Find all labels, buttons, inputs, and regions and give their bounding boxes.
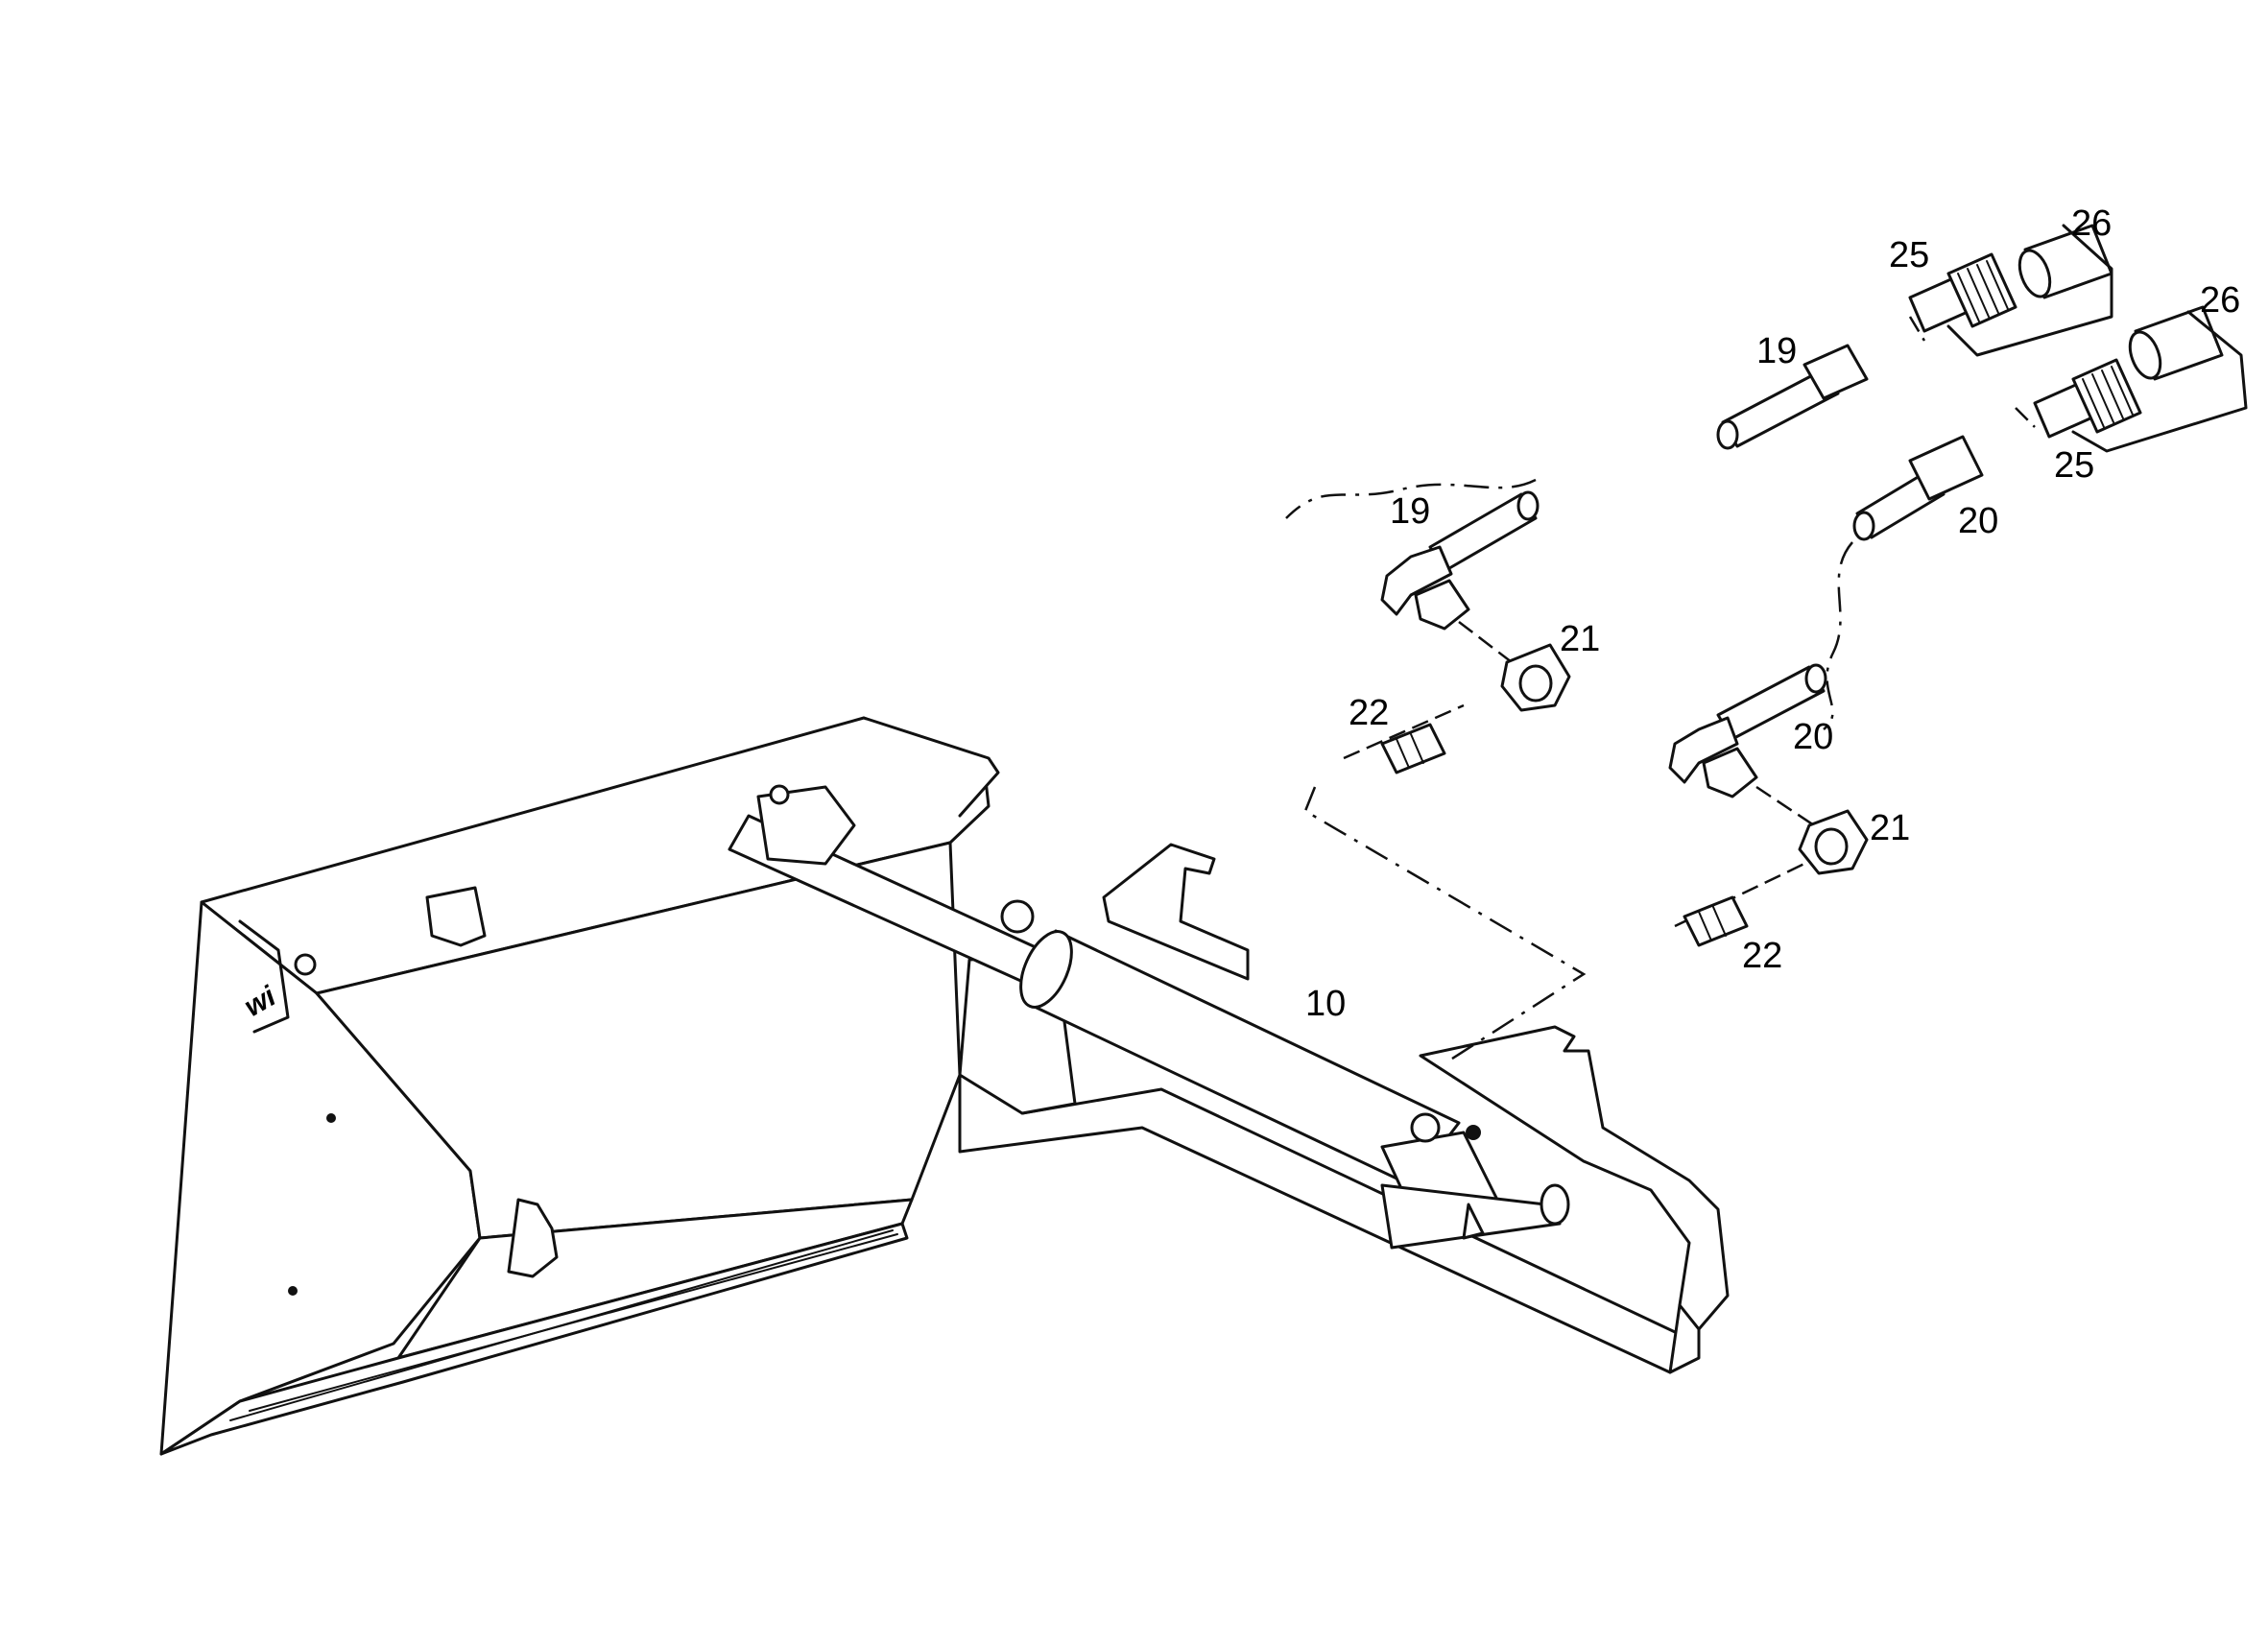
top-hook bbox=[425, 886, 487, 947]
coupler-25-lower-sleeve bbox=[2071, 358, 2142, 434]
callout-25-lower: 25 bbox=[2054, 445, 2094, 486]
nipple-22-lower bbox=[1683, 895, 1749, 947]
callout-20-lower: 20 bbox=[1793, 717, 1833, 757]
hose-20-lower-cut bbox=[1804, 663, 1827, 694]
nipple-22-upper-thread bbox=[1396, 733, 1424, 769]
cap-26-lower-strap bbox=[2071, 310, 2248, 453]
coupler-25-upper-sleeve bbox=[1946, 252, 2017, 328]
rod-clevis bbox=[756, 785, 856, 866]
base-pivot bbox=[1410, 1112, 1441, 1143]
bucket-cutting-edge bbox=[159, 1222, 909, 1456]
nipple-22-upper bbox=[1380, 723, 1446, 774]
frame-foot bbox=[1668, 1303, 1701, 1374]
coupler-25-upper-knurl bbox=[1957, 260, 2009, 322]
hose-19-fitting-link bbox=[1458, 621, 1513, 663]
hose-20-path bbox=[1823, 541, 1853, 730]
cylinder-end-cap bbox=[1019, 930, 1073, 1009]
cylinder-port-route bbox=[1303, 786, 1587, 1062]
coupler-19-link bbox=[1908, 316, 1926, 342]
link-pin bbox=[1462, 1203, 1485, 1240]
callout-22-lower: 22 bbox=[1742, 936, 1782, 976]
hose-19-swivel-nut bbox=[1414, 579, 1470, 631]
hose-20-swivel-nut bbox=[1702, 747, 1758, 798]
hose-19-path bbox=[1285, 478, 1537, 519]
callout-22-upper: 22 bbox=[1349, 693, 1389, 733]
callout-25-upper: 25 bbox=[1889, 235, 1929, 275]
callout-21-lower: 21 bbox=[1870, 808, 1910, 848]
hose-routing bbox=[1285, 316, 2036, 1062]
callout-26-upper: 26 bbox=[2071, 203, 2112, 244]
hose-19-upper-fitting bbox=[1802, 344, 1869, 400]
hose-19-lower-cut bbox=[1516, 490, 1540, 521]
nipple-22-lower-thread bbox=[1698, 906, 1727, 941]
frame-upper-bracket bbox=[1102, 843, 1250, 981]
hose-20-upper-cut bbox=[1852, 511, 1875, 541]
tilt-cylinder bbox=[728, 784, 1570, 1250]
side-rivet-1 bbox=[326, 1113, 336, 1123]
quick-couplers bbox=[1908, 224, 2248, 453]
cap-26-lower-opening bbox=[2128, 330, 2162, 380]
callout-labels: 10 19 19 20 20 21 21 22 22 25 25 26 26 bbox=[1305, 203, 2240, 1024]
cap-26-upper-strap bbox=[1946, 224, 2113, 357]
callout-19-lower: 19 bbox=[1390, 491, 1430, 532]
callout-21-upper: 21 bbox=[1560, 619, 1600, 659]
callout-20-upper: 20 bbox=[1958, 501, 1998, 541]
hose-20-elbow bbox=[1668, 716, 1739, 784]
rod-nut bbox=[1000, 899, 1035, 934]
callout-26-lower: 26 bbox=[2200, 280, 2240, 321]
adapter-21-lower-bore bbox=[1814, 827, 1849, 866]
side-rivet-2 bbox=[288, 1286, 298, 1296]
frame-rear-mount bbox=[1419, 1025, 1730, 1331]
hose-19-assembly bbox=[1380, 344, 1869, 631]
side-hole bbox=[294, 953, 317, 976]
callout-10: 10 bbox=[1305, 984, 1346, 1024]
bucket-top-bracket bbox=[862, 716, 1000, 818]
coupler-25-lower-knurl bbox=[2082, 366, 2134, 428]
hose-20-upper-fitting bbox=[1908, 435, 1984, 501]
lower-link-bushing bbox=[1540, 1183, 1570, 1226]
bucket-emblem bbox=[507, 1198, 559, 1278]
hose-19-upper-cut bbox=[1716, 419, 1739, 450]
fittings bbox=[1380, 643, 1869, 947]
hose-19-elbow bbox=[1380, 545, 1453, 616]
hose-20-assembly bbox=[1668, 435, 1984, 798]
cap-26-upper-opening bbox=[2017, 249, 2052, 298]
callout-19-upper: 19 bbox=[1756, 331, 1797, 371]
cutting-edge-line-2 bbox=[249, 1233, 898, 1412]
side-hook bbox=[238, 919, 290, 1034]
loader-bucket-assembly: wi bbox=[159, 716, 1000, 1456]
grease-nipple bbox=[1466, 1125, 1481, 1140]
coupler-20-link bbox=[2015, 407, 2036, 428]
hose-20-fitting-link bbox=[1755, 785, 1815, 827]
clevis-bolt bbox=[769, 784, 790, 805]
adapter-21-upper-bore bbox=[1518, 664, 1553, 703]
fitting-22a-link bbox=[1343, 703, 1465, 760]
